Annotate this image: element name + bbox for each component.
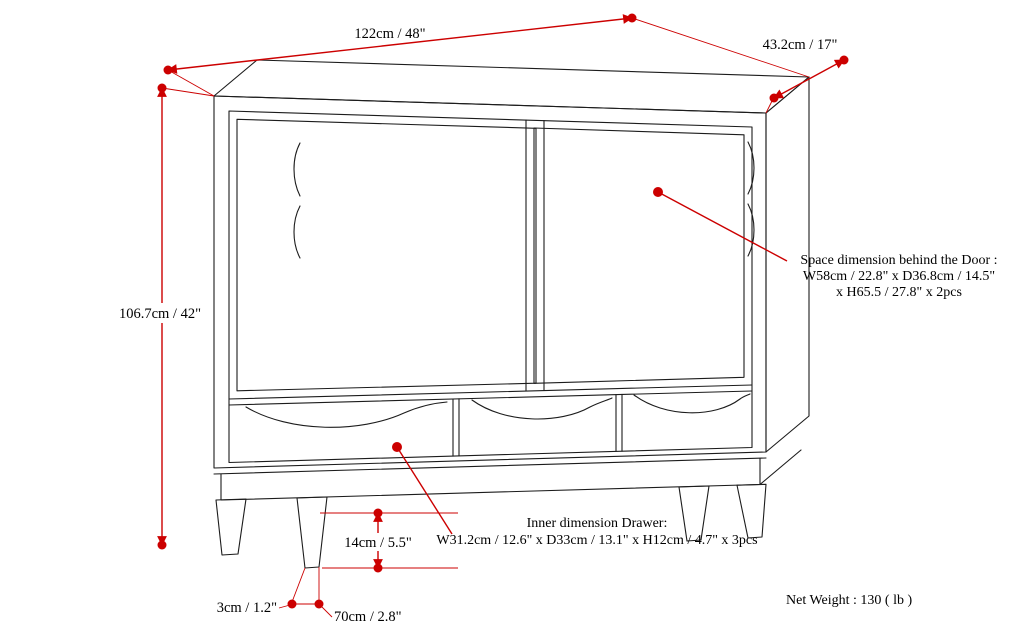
leg-far-left: [215, 498, 247, 556]
leg-bottom-leader-line: [278, 604, 291, 609]
leg-width-dimensions: 3cm / 1.2" 70cm / 2.8": [217, 567, 402, 625]
drawer-handle-scoop: [245, 401, 448, 428]
door-space-text-line2: W58cm / 22.8" x D36.8cm / 14.5": [803, 269, 995, 284]
leg-inner-right: [678, 485, 710, 542]
dimension-endpoint-dot: [157, 540, 167, 550]
drawer-text-line1: Inner dimension Drawer:: [527, 516, 668, 531]
width-dimension: 122cm / 48": [163, 13, 810, 97]
leader-line: [396, 446, 453, 535]
width-dimension-label: 122cm / 48": [354, 26, 425, 42]
dimension-endpoint-dot: [839, 55, 849, 65]
leader-line: [657, 191, 788, 262]
door-space-text-line3: x H65.5 / 27.8" x 2pcs: [836, 285, 962, 300]
dimension-endpoint-dot: [157, 83, 167, 93]
width-extension-line: [167, 69, 215, 97]
leg-height-dimension: 14cm / 5.5": [320, 508, 458, 573]
depth-dimension: 43.2cm / 17": [763, 37, 849, 114]
leg-height-dimension-label: 14cm / 5.5": [344, 535, 412, 551]
drawer-handle-scoop: [633, 393, 751, 414]
cabinet-base-side-line: [759, 449, 802, 486]
height-dimension: 106.7cm / 42": [112, 83, 215, 550]
height-label-background: [112, 303, 210, 323]
door-handle-groove: [747, 203, 755, 257]
right-sliding-door: [533, 127, 745, 384]
leg-width-extension-line: [291, 567, 306, 603]
cabinet-drawing: [213, 59, 810, 569]
cabinet-base-top-line: [213, 457, 767, 475]
net-weight: Net Weight : 130 ( lb ): [786, 593, 912, 608]
dimension-endpoint-dot: [627, 13, 637, 23]
leg-top-leader-line: [320, 605, 333, 618]
door-handle-groove: [293, 205, 301, 259]
cabinet-front-face: [213, 95, 767, 469]
height-extension-line: [161, 87, 215, 97]
door-space-text-line1: Space dimension behind the Door :: [800, 253, 997, 268]
width-dimension-line: [167, 14, 633, 74]
door-handle-groove: [293, 142, 301, 197]
cabinet-base-front: [220, 457, 761, 501]
net-weight-label: Net Weight : 130 ( lb ): [786, 593, 912, 608]
dimension-endpoint-dot: [373, 563, 383, 573]
dimension-endpoint-dot: [163, 65, 173, 75]
cabinet-front-inner-frame: [228, 110, 753, 464]
left-sliding-door: [236, 118, 537, 392]
leg-far-right: [736, 483, 767, 539]
drawer-rail-line: [228, 384, 753, 400]
drawer-rail-line: [228, 390, 753, 406]
dimension-endpoint-dot: [373, 508, 383, 518]
drawer-text-line2: W31.2cm / 12.6" x D33cm / 13.1" x H12cm …: [436, 533, 757, 548]
leg-inner-left: [296, 496, 328, 569]
door-space-annotation: Space dimension behind the Door : W58cm …: [653, 187, 998, 300]
drawer-annotation: Inner dimension Drawer: W31.2cm / 12.6" …: [392, 442, 758, 548]
dimension-endpoint-dot: [287, 599, 297, 609]
height-dimension-label: 106.7cm / 42": [119, 306, 201, 322]
leg-top-width-label: 70cm / 2.8": [334, 609, 402, 625]
door-handle-groove: [747, 141, 755, 195]
drawer-handle-scoop: [471, 397, 613, 420]
leg-bottom-width-label: 3cm / 1.2": [217, 600, 277, 616]
dimension-endpoint-dot: [769, 93, 779, 103]
depth-dimension-label: 43.2cm / 17": [763, 37, 838, 53]
depth-extension-line: [765, 100, 773, 114]
depth-dimension-line: [773, 59, 845, 99]
leg-height-label-background: [332, 533, 424, 551]
